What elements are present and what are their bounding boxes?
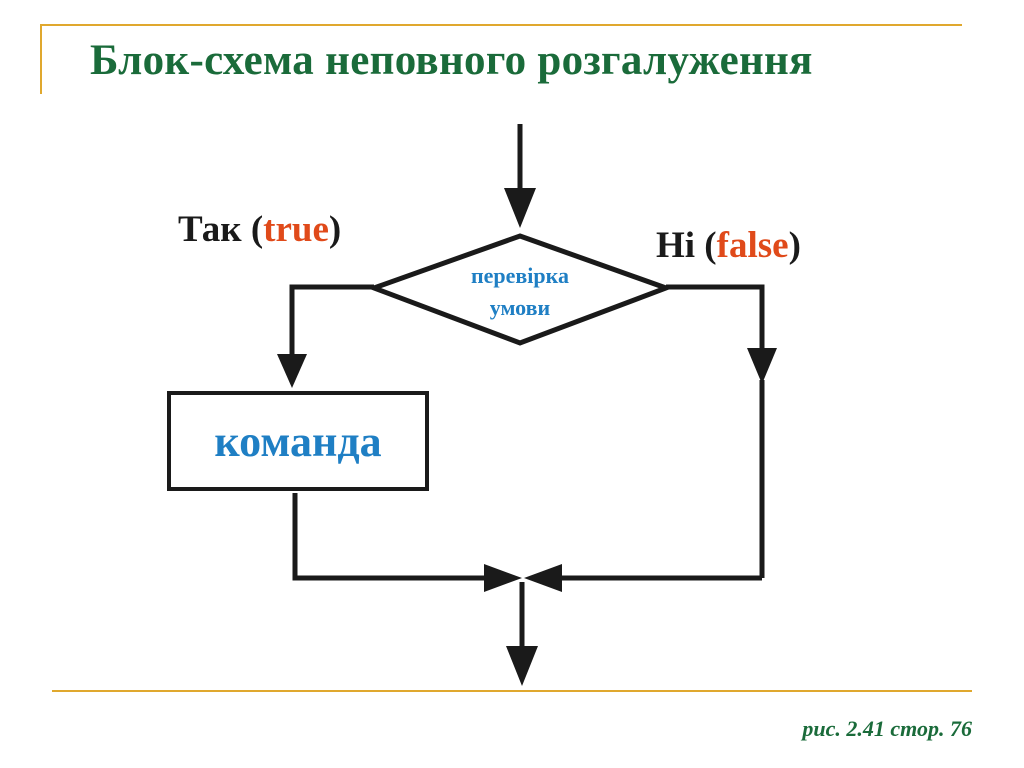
bottom-rule — [52, 690, 972, 692]
false-arrowhead — [747, 348, 777, 384]
false-keyword: false — [716, 225, 789, 266]
false-branch-line — [666, 284, 765, 350]
false-label-prefix: Ні ( — [656, 225, 717, 266]
command-block: команда — [167, 391, 429, 491]
true-label-suffix: ) — [328, 209, 342, 250]
join-left-arrowhead — [484, 564, 522, 592]
decision-diamond — [366, 233, 674, 346]
condition-line-2: умови — [489, 295, 551, 320]
condition-text: перевірка умови — [420, 260, 620, 324]
left-rule — [40, 24, 42, 94]
command-exit-line — [292, 493, 488, 581]
join-right-arrowhead — [524, 564, 562, 592]
top-rule — [40, 24, 962, 26]
true-branch-label: Так (true) — [178, 208, 341, 251]
true-label-prefix: Так ( — [178, 209, 264, 250]
command-label: команда — [214, 416, 382, 466]
entry-arrowhead — [504, 188, 536, 228]
exit-arrowhead — [506, 646, 538, 686]
true-arrowhead — [277, 354, 307, 388]
slide-title: Блок-схема неповного розгалуження — [90, 37, 813, 84]
true-keyword: true — [263, 209, 329, 250]
false-branch-label: Ні (false) — [656, 224, 801, 267]
figure-caption: рис. 2.41 стор. 76 — [802, 716, 972, 741]
true-branch-line — [289, 284, 374, 358]
false-label-suffix: ) — [788, 225, 801, 266]
condition-line-1: перевірка — [470, 263, 569, 288]
